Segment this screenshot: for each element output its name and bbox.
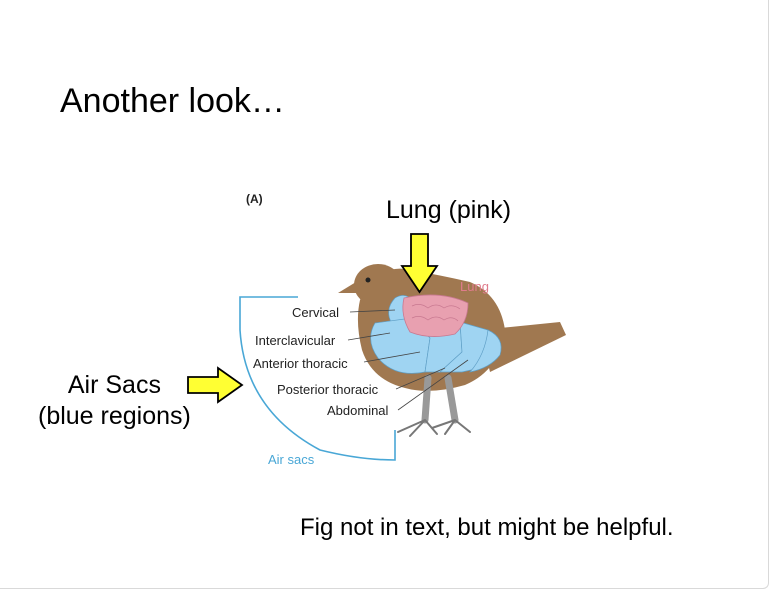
air-sacs-bracket (239, 296, 396, 461)
air-sacs-pointer-arrow-icon (187, 366, 244, 404)
lung-pointer-arrow-icon (400, 233, 439, 294)
bird-eye (365, 277, 371, 283)
abdominal-air-sac (469, 329, 502, 373)
air-sacs-note-line1: Air Sacs (67, 371, 161, 399)
lung-label: Lung (460, 279, 489, 294)
air-sacs-note-line2: (blue regions) (38, 402, 191, 430)
bird-head (354, 264, 402, 306)
label-posterior-thoracic: Posterior thoracic (277, 382, 379, 397)
leader-cervical (349, 309, 396, 313)
slide: Another look… (A) Air sacs Lung (0, 0, 769, 589)
footer-note: Fig not in text, but might be helpful. (300, 514, 674, 541)
lung-note: Lung (pink) (386, 196, 512, 224)
lung-region (402, 294, 469, 337)
panel-label: (A) (246, 192, 263, 206)
slide-title: Another look… (60, 82, 285, 120)
label-anterior-thoracic: Anterior thoracic (253, 356, 348, 371)
bird-beak (338, 282, 358, 293)
leader-posterior-thoracic (395, 367, 446, 390)
air-sacs-note: Air Sacs (blue regions) (38, 370, 191, 432)
leader-abdominal (397, 359, 469, 411)
label-interclavicular: Interclavicular (255, 333, 336, 348)
label-cervical: Cervical (292, 305, 339, 320)
leader-anterior-thoracic (363, 351, 421, 363)
label-abdominal: Abdominal (327, 403, 389, 418)
bird-legs (421, 374, 459, 424)
leader-interclavicular (347, 332, 391, 341)
lung-texture (411, 304, 461, 322)
bird-feet (397, 419, 471, 437)
air-sacs-label: Air sacs (268, 452, 315, 467)
